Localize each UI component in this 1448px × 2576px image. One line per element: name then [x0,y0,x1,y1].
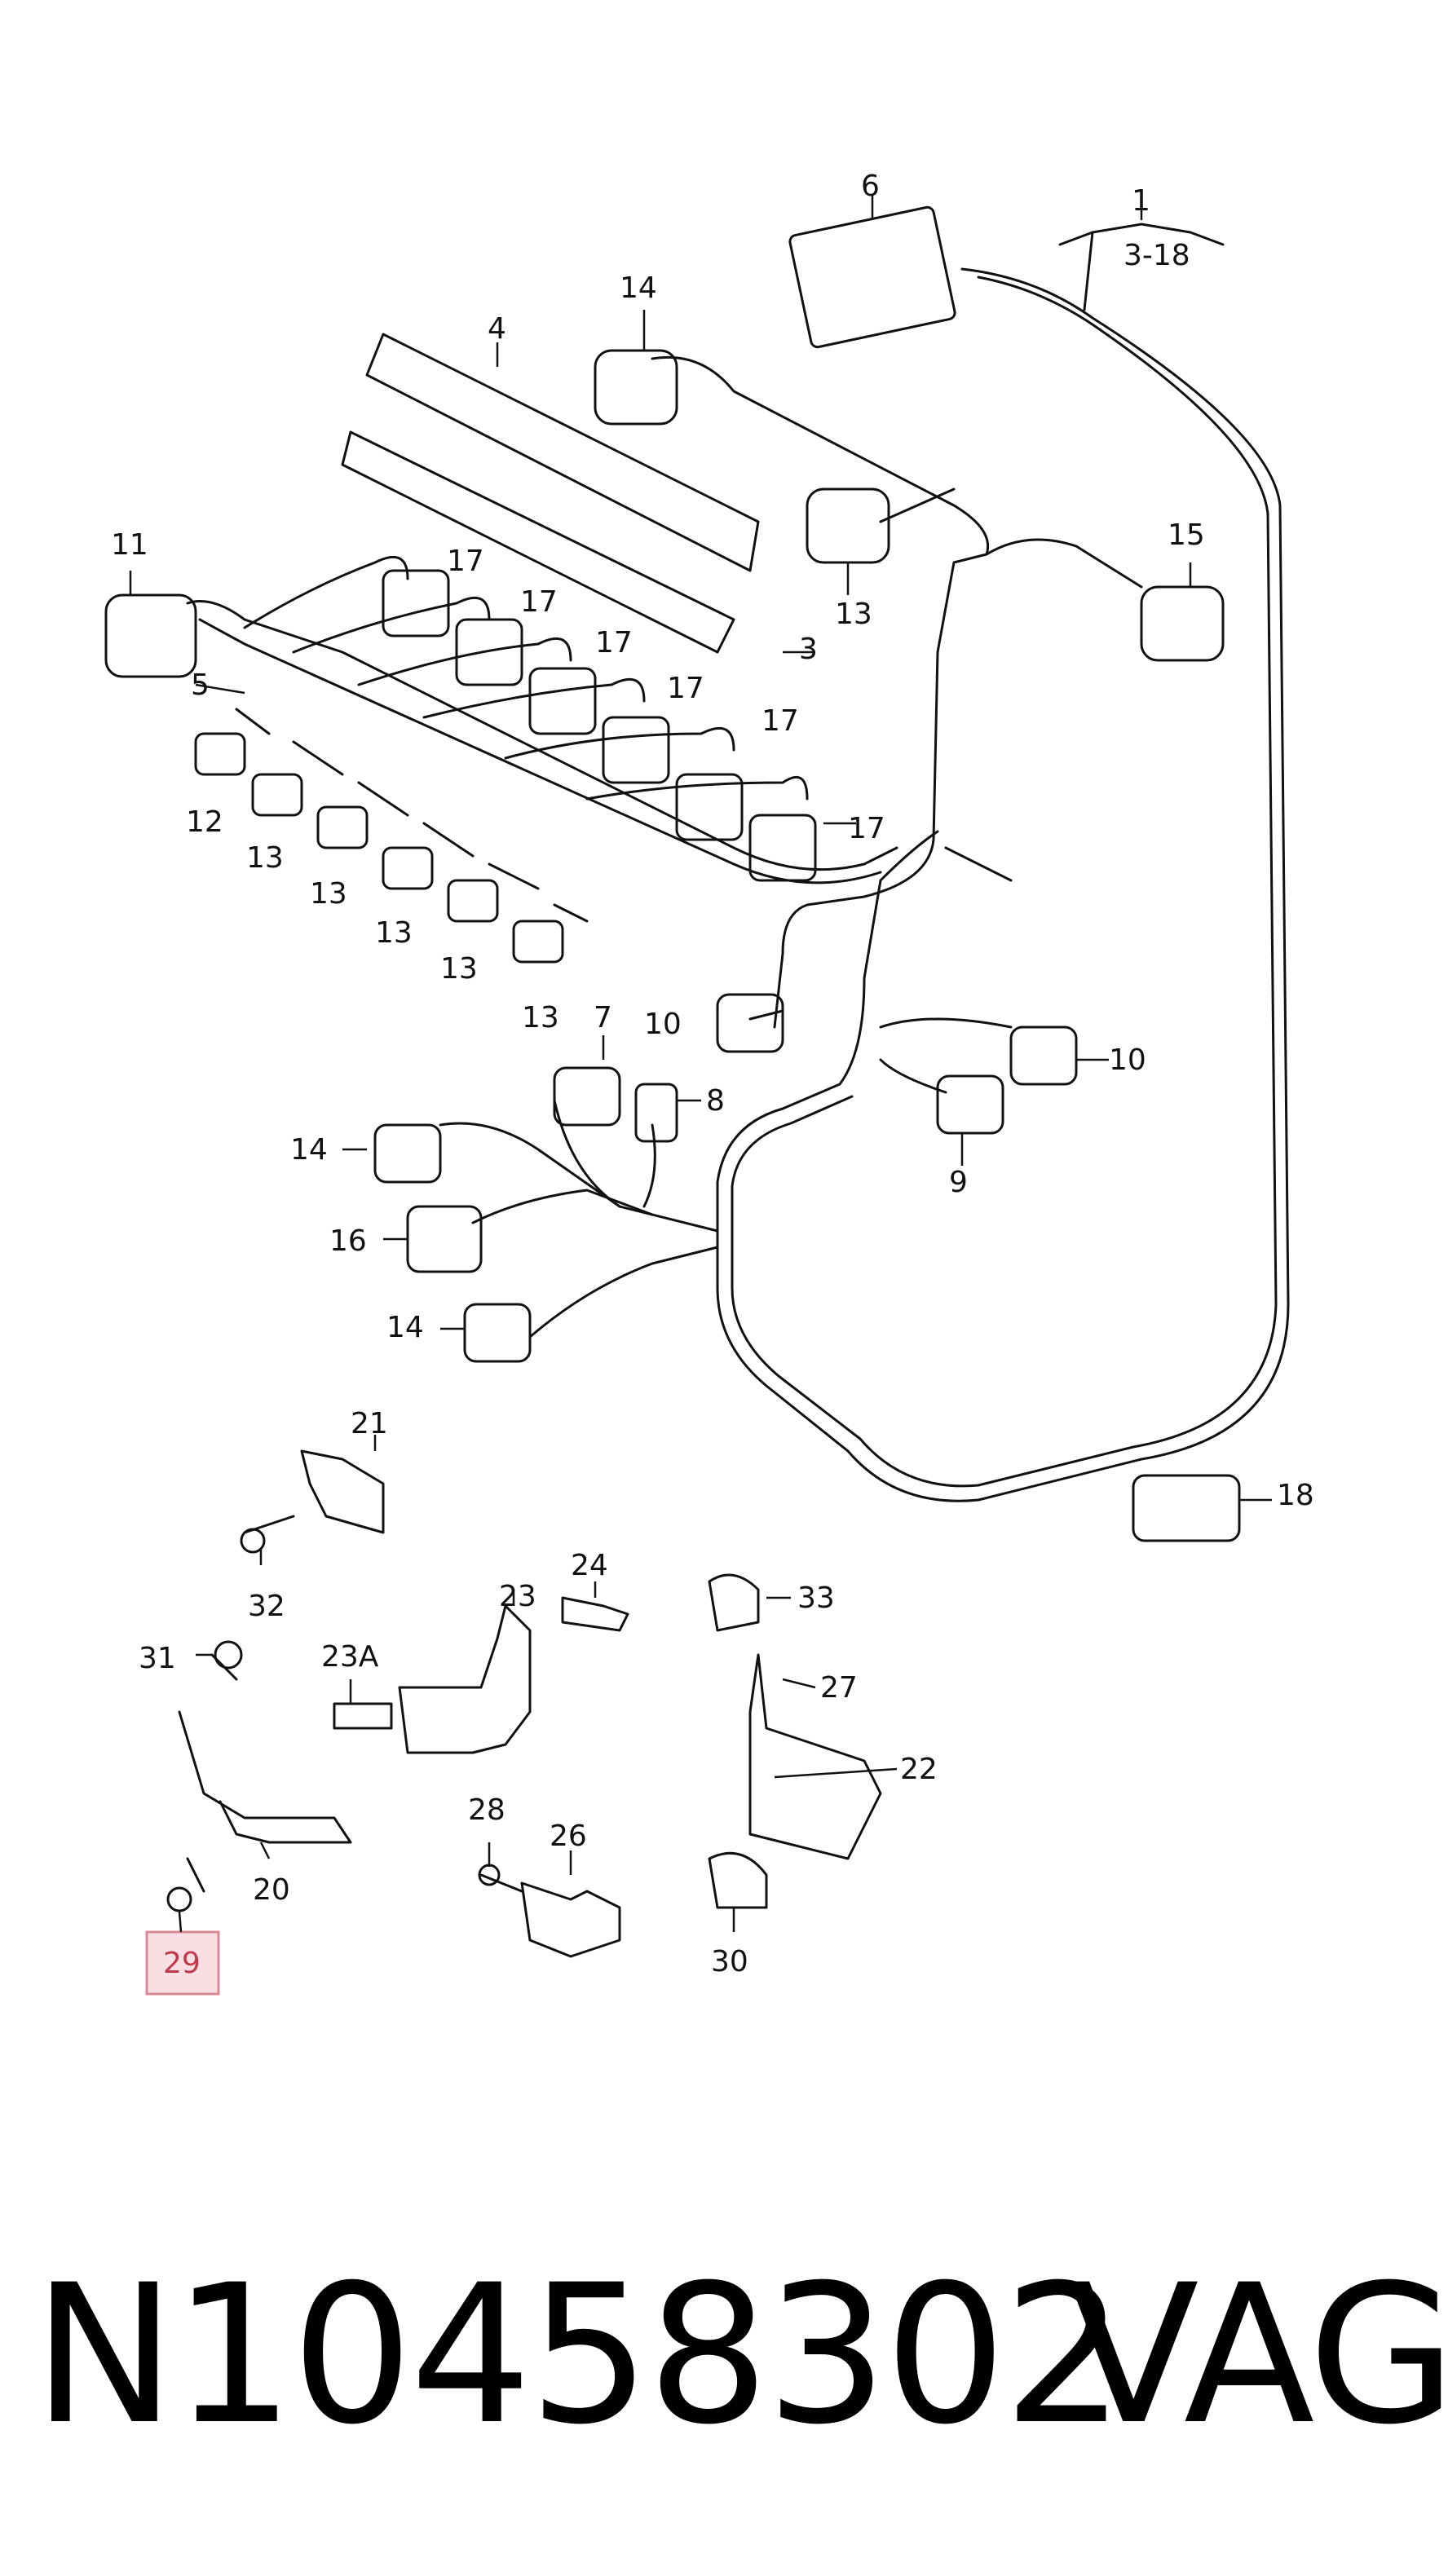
callout-27: 27 [820,1671,858,1705]
callout-13-b: 13 [246,841,284,875]
callout-14-mid: 14 [290,1133,328,1167]
callout-14-top: 14 [620,271,657,305]
callout-22: 22 [900,1753,938,1786]
callout-5: 5 [191,668,210,702]
callout-17-e: 17 [762,704,799,738]
callout-28: 28 [468,1793,505,1827]
callout-17-a: 17 [447,545,484,578]
highlight-box-29 [145,1930,220,1996]
callout-23: 23 [499,1580,536,1613]
brand-name: VAG [1068,2244,1448,2467]
callout-10-left: 10 [644,1008,682,1041]
callout-13-d: 13 [375,916,413,950]
callout-7: 7 [594,1001,612,1034]
callout-31: 32 [248,1590,285,1623]
callout-33: 33 [797,1581,835,1615]
callout-12: 13 [835,598,872,631]
callout-11: 11 [111,528,148,562]
callout-16: 16 [329,1224,367,1258]
callout-13-f: 13 [522,1001,559,1034]
part-number: N10458302 [33,2244,1125,2467]
callout-4: 4 [488,312,506,346]
callout-17-c: 17 [595,626,633,659]
callout-14-low: 14 [386,1311,424,1344]
callout-9: 9 [949,1166,968,1199]
callout-3: 3 [799,633,818,666]
callout-26: 26 [550,1820,587,1853]
callout-21: 21 [351,1407,388,1440]
callout-1: 1 [1132,184,1150,218]
callout-23a: 23A [321,1640,379,1674]
callout-8: 8 [706,1084,725,1118]
callout-13-c: 13 [310,877,347,911]
callout-17-d: 17 [667,672,704,705]
callout-13-e: 13 [440,952,478,986]
callout-6: 6 [861,170,880,203]
callout-17-b: 17 [520,585,558,619]
callout-20: 20 [253,1873,290,1907]
callout-1-range: 3-18 [1124,239,1190,272]
callout-30: 31 [139,1642,176,1675]
callout-13-a: 12 [186,805,223,839]
callout-24: 24 [571,1549,608,1582]
callout-32: 30 [711,1945,748,1978]
coil-cover [365,333,760,572]
wiring-harness-diagram: 6 1 3-18 14 4 11 15 13 3 5 17 17 17 17 1… [104,170,1314,1996]
callout-17-f: 17 [848,812,885,845]
callout-10-right: 10 [1109,1043,1146,1077]
callout-29: 29 [163,1947,201,1980]
callout-18: 18 [1277,1479,1314,1512]
part-number-footer: N10458302 VAG [0,2250,1448,2462]
callout-15: 15 [1168,518,1205,552]
harness-trunk [716,267,1290,1502]
